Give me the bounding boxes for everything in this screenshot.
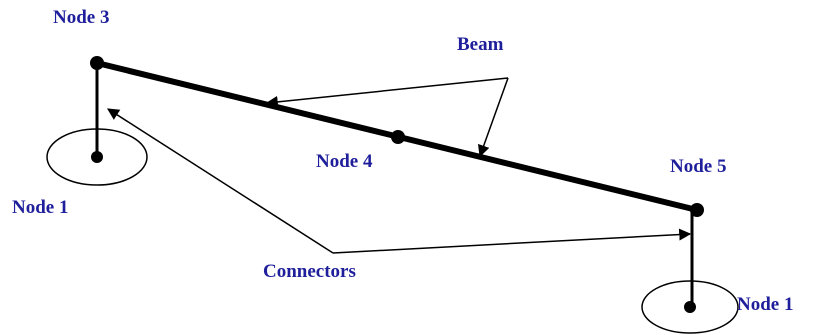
label-node4: Node 4 — [316, 151, 373, 172]
node1-left-ellipse — [46, 128, 148, 186]
node1-right-ellipse — [641, 280, 739, 334]
label-connectors: Connectors — [263, 261, 356, 282]
beam-arrow-left — [265, 77, 509, 108]
node3-dot — [90, 56, 104, 70]
node1-left-dot — [91, 151, 103, 163]
label-node3: Node 3 — [53, 7, 109, 28]
node5-dot — [690, 203, 704, 217]
node1-right-dot — [684, 301, 696, 313]
label-node1-left: Node 1 — [12, 197, 68, 218]
connector-arrow-left — [106, 108, 334, 254]
label-beam: Beam — [457, 34, 504, 55]
label-node1-right: Node 1 — [737, 294, 793, 315]
connector-arrow-right — [332, 228, 692, 254]
label-node5: Node 5 — [670, 156, 726, 177]
beam-arrow-right — [478, 77, 509, 158]
node4-dot — [391, 130, 405, 144]
